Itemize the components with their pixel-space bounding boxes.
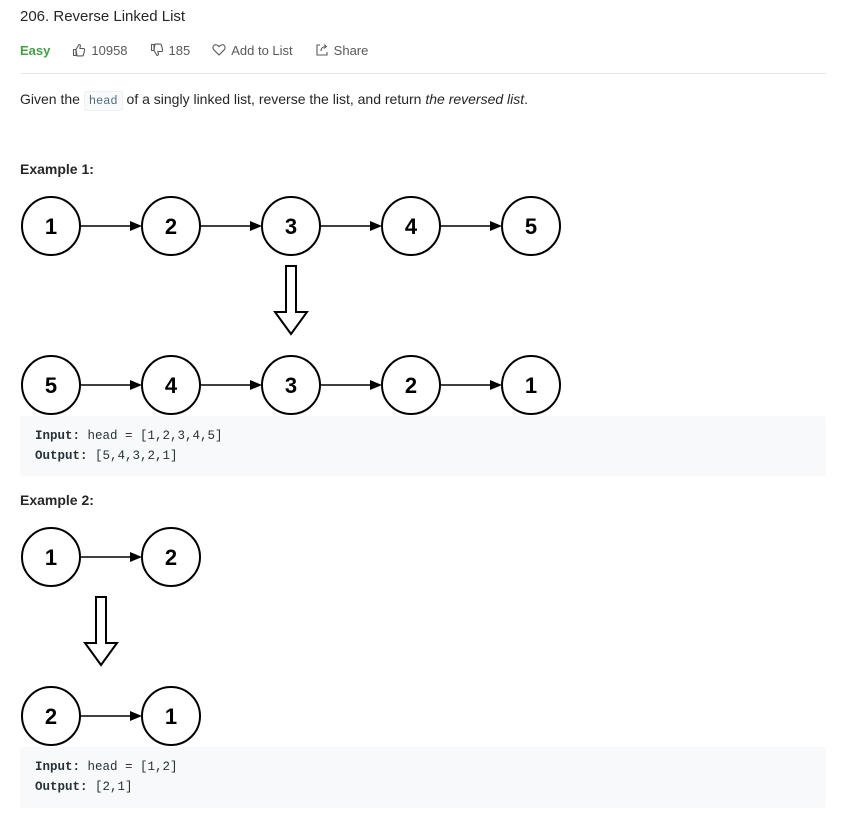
reverse-down-arrow-icon bbox=[273, 265, 309, 336]
node-label: 1 bbox=[165, 704, 177, 729]
node-circle bbox=[501, 196, 561, 256]
example-1-io: Input: head = [1,2,3,4,5] Output: [5,4,3… bbox=[20, 416, 826, 476]
example-1-before-node: 2 bbox=[141, 196, 201, 256]
problem-title: 206. Reverse Linked List bbox=[20, 8, 186, 25]
node-label: 4 bbox=[405, 214, 418, 239]
example-1-after-node: 1 bbox=[501, 355, 561, 415]
example-1-after-node: 4 bbox=[141, 355, 201, 415]
example-1-after-node: 5 bbox=[21, 355, 81, 415]
example-1-before-node: 3 bbox=[261, 196, 321, 256]
share-button[interactable]: Share bbox=[315, 42, 369, 58]
desc-middle: of a singly linked list, reverse the lis… bbox=[122, 91, 426, 107]
node-label: 5 bbox=[45, 373, 57, 398]
header-divider bbox=[20, 73, 826, 74]
node-label: 5 bbox=[525, 214, 537, 239]
share-icon bbox=[316, 44, 328, 56]
example-2-before-node: 2 bbox=[141, 527, 201, 587]
node-label: 2 bbox=[405, 373, 417, 398]
share-label: Share bbox=[333, 42, 369, 58]
reverse-down-arrow-icon bbox=[83, 596, 119, 667]
example-2-after-link-arrowhead bbox=[130, 711, 142, 721]
problem-description: Given the head of a singly linked list, … bbox=[20, 89, 528, 111]
node-label: 4 bbox=[165, 373, 178, 398]
example-1-before-node: 5 bbox=[501, 196, 561, 256]
example-1-after-link-arrowhead bbox=[250, 380, 262, 390]
example-2-before-link-arrowhead bbox=[130, 552, 142, 562]
example-2-before-node: 1 bbox=[21, 527, 81, 587]
example-1-title: Example 1: bbox=[20, 161, 94, 177]
node-label: 3 bbox=[285, 214, 297, 239]
example-1-after-link-arrowhead bbox=[130, 380, 142, 390]
dislike-button[interactable]: 185 bbox=[150, 42, 191, 58]
example-1-diagram: 1 2 3 4 5 5 4 3 2 1 bbox=[21, 196, 561, 415]
example-1-before-link-arrowhead bbox=[250, 221, 262, 231]
node-label: 2 bbox=[165, 214, 177, 239]
node-label: 3 bbox=[285, 373, 297, 398]
problem-meta-bar: Easy 10958 185 Add to List Share bbox=[20, 41, 390, 59]
example-1-after-node: 2 bbox=[381, 355, 441, 415]
thumbs-down-icon bbox=[150, 43, 163, 57]
add-to-list-button[interactable]: Add to List bbox=[212, 42, 293, 58]
example-2-title: Example 2: bbox=[20, 492, 94, 508]
desc-code-head: head bbox=[83, 91, 123, 111]
node-circle bbox=[141, 686, 201, 746]
node-label: 1 bbox=[45, 545, 57, 570]
like-button[interactable]: 10958 bbox=[72, 42, 128, 58]
example-1-input-value: head = [1,2,3,4,5] bbox=[80, 429, 223, 443]
add-to-list-label: Add to List bbox=[231, 42, 293, 58]
difficulty-badge: Easy bbox=[20, 42, 51, 58]
example-2-output-value: [2,1] bbox=[87, 780, 133, 794]
thumbs-up-icon bbox=[73, 43, 86, 57]
node-circle bbox=[501, 355, 561, 415]
example-2-after-node: 2 bbox=[21, 686, 81, 746]
example-2-input-label: Input: bbox=[35, 760, 81, 774]
example-1-after-link-arrowhead bbox=[490, 380, 502, 390]
node-label: 1 bbox=[525, 373, 537, 398]
example-2-input-value: head = [1,2] bbox=[80, 760, 178, 774]
desc-after: . bbox=[524, 91, 529, 107]
example-2-output-label: Output: bbox=[35, 780, 88, 794]
node-label: 2 bbox=[45, 704, 57, 729]
example-1-input-label: Input: bbox=[35, 429, 81, 443]
heart-icon bbox=[212, 44, 226, 56]
example-2-io: Input: head = [1,2] Output: [2,1] bbox=[20, 747, 826, 808]
example-1-after-node: 3 bbox=[261, 355, 321, 415]
example-1-output-value: [5,4,3,2,1] bbox=[87, 449, 178, 463]
node-label: 1 bbox=[45, 214, 57, 239]
example-2-after-node: 1 bbox=[141, 686, 201, 746]
like-count: 10958 bbox=[91, 42, 128, 58]
node-circle bbox=[141, 527, 201, 587]
example-2-diagram: 1 2 2 1 bbox=[21, 527, 201, 746]
example-1-before-node: 1 bbox=[21, 196, 81, 256]
example-1-output-label: Output: bbox=[35, 449, 88, 463]
example-1-before-link-arrowhead bbox=[490, 221, 502, 231]
desc-emphasis: the reversed list bbox=[425, 91, 525, 107]
example-1-before-link-arrowhead bbox=[130, 221, 142, 231]
example-1-before-node: 4 bbox=[381, 196, 441, 256]
node-label: 2 bbox=[165, 545, 177, 570]
example-1-after-link-arrowhead bbox=[370, 380, 382, 390]
dislike-count: 185 bbox=[168, 42, 191, 58]
example-1-before-link-arrowhead bbox=[370, 221, 382, 231]
desc-before: Given the bbox=[20, 91, 84, 107]
